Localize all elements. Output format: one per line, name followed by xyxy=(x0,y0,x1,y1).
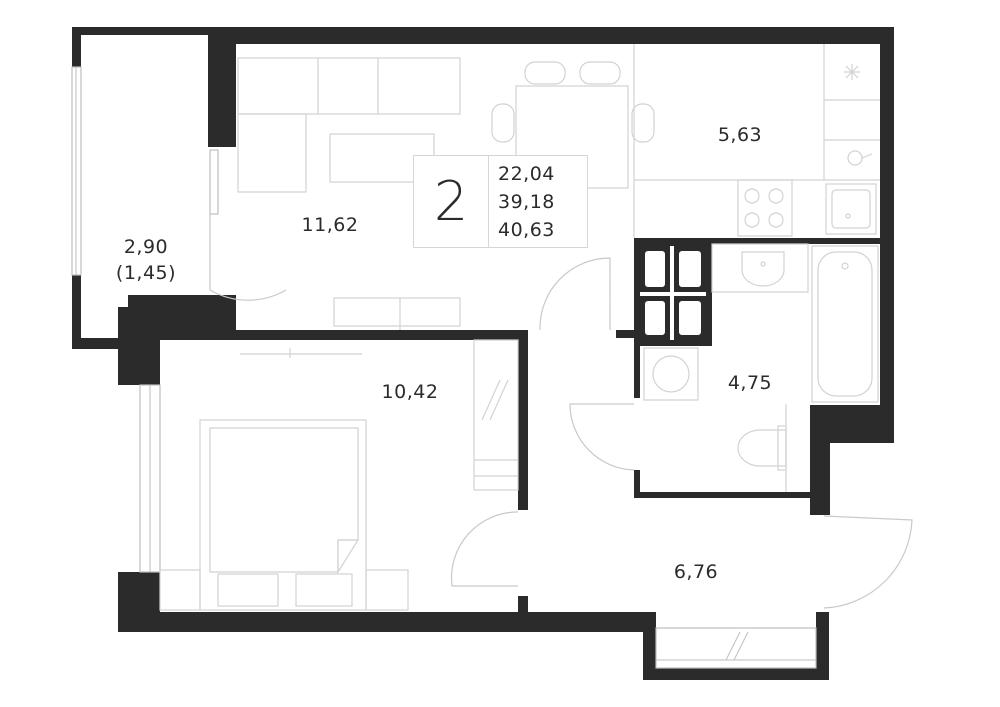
apartment-summary: 2 22,04 39,18 40,63 xyxy=(413,155,588,248)
bathroom-area: 4,75 xyxy=(727,372,773,394)
bedroom-door xyxy=(450,511,519,587)
wall-top xyxy=(208,27,894,44)
living-area-total: 22,04 xyxy=(498,163,555,185)
fridge-icon xyxy=(844,64,860,80)
total-area: 39,18 xyxy=(498,191,555,213)
wall-bedroom-hall-low xyxy=(518,596,528,620)
wall-niche-right xyxy=(816,612,829,680)
walls xyxy=(72,27,894,680)
bathtub-icon xyxy=(811,245,879,403)
bedroom-area: 10,42 xyxy=(381,381,439,403)
wall-niche-left xyxy=(643,612,656,680)
wall-shaft-right xyxy=(706,238,712,346)
niche-hatch xyxy=(725,631,749,661)
total-area-with-balcony: 40,63 xyxy=(498,219,555,241)
toilet-icon xyxy=(737,429,787,467)
bedroom-furniture xyxy=(159,339,519,611)
bath-door xyxy=(569,403,635,471)
wall-right-step xyxy=(810,405,830,515)
shafts xyxy=(640,246,706,340)
room-count: 2 xyxy=(414,156,489,247)
wall-niche-bottom xyxy=(643,668,829,680)
hall-area: 6,76 xyxy=(673,561,719,583)
wall-living-left xyxy=(208,27,236,147)
wall-bedroom-hall xyxy=(518,330,528,510)
bed xyxy=(199,419,367,611)
living-door xyxy=(539,257,611,331)
niche-window xyxy=(655,627,817,669)
area-list: 22,04 39,18 40,63 xyxy=(498,160,555,244)
entrance-door xyxy=(823,515,913,609)
doors xyxy=(209,214,913,609)
wall-bath-left xyxy=(634,238,640,398)
wall-bath-left-low xyxy=(634,470,640,498)
living-furniture xyxy=(237,57,655,330)
wall-balcony-left-bottom xyxy=(72,275,81,349)
bathroom-furniture xyxy=(643,243,879,492)
wall-balcony-top xyxy=(72,27,216,35)
wall-kitchen-bath xyxy=(710,238,894,244)
wall-bath-bottom xyxy=(634,492,810,498)
washing-machine-icon xyxy=(643,347,699,401)
wall-shaft-bottom xyxy=(634,340,712,346)
sink-icon xyxy=(825,183,877,235)
kettle-icon xyxy=(847,150,873,166)
living-room-area: 11,62 xyxy=(301,214,359,236)
wall-balcony-bottom xyxy=(72,338,142,349)
kitchen-area: 5,63 xyxy=(717,124,763,146)
wardrobe xyxy=(473,339,519,491)
bath-sink-icon xyxy=(741,251,785,287)
wall-living-bedroom xyxy=(128,295,236,335)
wall-living-bedroom-thin xyxy=(128,330,528,340)
balcony-label: 2,90 (1,45) xyxy=(116,234,176,286)
living-window xyxy=(209,149,219,215)
kitchen-furniture xyxy=(633,44,880,238)
balcony-area: 2,90 xyxy=(123,236,169,258)
wall-right xyxy=(880,27,894,443)
windows xyxy=(71,66,817,669)
balcony-reduced-area: (1,45) xyxy=(115,262,177,284)
hob-icon xyxy=(737,179,793,237)
wall-stub xyxy=(616,330,640,338)
wall-bottom xyxy=(118,612,656,632)
balcony-door xyxy=(209,214,287,301)
wall-balcony-left-top xyxy=(72,27,81,67)
wall-shaft-top xyxy=(634,238,712,246)
